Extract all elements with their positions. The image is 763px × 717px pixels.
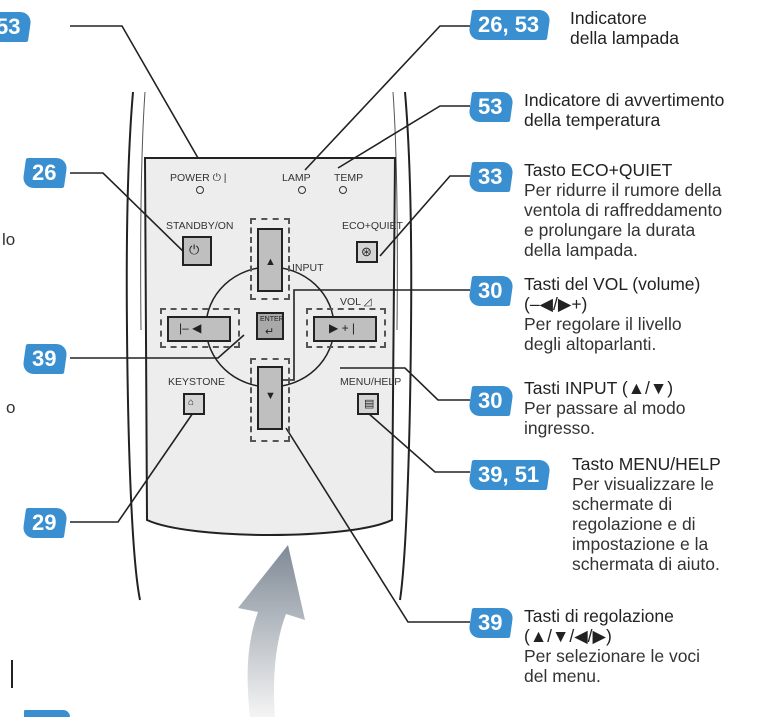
input-down-button[interactable]: ▼	[257, 366, 283, 430]
vol-plus-dash	[306, 308, 386, 348]
input-down-dash	[250, 358, 290, 442]
cropped-badge-bottom	[24, 710, 70, 717]
remote-inner-left	[140, 91, 146, 331]
enter-button[interactable]: ENTER ↵	[256, 312, 284, 340]
left-arrow-icon: |– ◀	[179, 321, 202, 335]
callout-menu-title: Tasto MENU/HELP	[572, 454, 721, 474]
cropped-text-1: lo	[2, 230, 16, 249]
leader-lines	[70, 25, 470, 623]
callout-badge-adjust: 39	[467, 608, 515, 638]
left-badge-4: 29	[21, 508, 69, 538]
standby-button[interactable]: ⏻	[182, 236, 212, 266]
left-badge-2: 26	[21, 158, 69, 188]
menu-help-label: MENU/HELP	[340, 376, 402, 388]
power-indicator-led	[196, 186, 204, 194]
callout-badge-input: 30	[467, 386, 515, 416]
callout-vol: Tasti del VOL (volume) (–◀/▶+) Per regol…	[524, 274, 700, 354]
vol-minus-button[interactable]: |– ◀	[167, 316, 231, 342]
callout-vol-title: Tasti del VOL (volume) (–◀/▶+)	[524, 274, 701, 314]
vol-label: VOL ◿	[340, 296, 372, 308]
cropped-bar	[11, 660, 13, 688]
power-label: POWER ⏻ |	[170, 172, 227, 184]
left-badge-3: 39	[21, 344, 69, 374]
left-badge-1: 53	[0, 12, 33, 42]
leader-input	[340, 367, 470, 401]
callout-adjust-title: Tasti di regolazione (▲/▼/◀/▶)	[524, 606, 674, 646]
power-icon: ⏻	[189, 242, 200, 257]
down-arrow-icon: ▼	[265, 390, 276, 402]
fan-icon: ⊛	[361, 244, 372, 259]
callout-adjust: Tasti di regolazione (▲/▼/◀/▶) Per selez…	[524, 606, 700, 686]
remote-inner-right	[392, 91, 398, 331]
callout-input-title: Tasti INPUT (▲/▼)	[524, 378, 674, 398]
callout-badge-temp: 53	[467, 92, 515, 122]
callout-temp: Indicatore di avvertimento della tempera…	[524, 90, 724, 130]
input-up-dash	[250, 218, 290, 300]
menu-help-button[interactable]: ▤	[357, 393, 379, 415]
leader-standby	[70, 172, 191, 259]
keystone-label: KEYSTONE	[168, 376, 225, 388]
callout-input: Tasti INPUT (▲/▼) Per passare al modo in…	[524, 378, 685, 438]
input-label: INPUT	[292, 262, 324, 274]
leader-enter	[70, 334, 245, 359]
vol-plus-button[interactable]: ▶ + |	[313, 316, 377, 342]
callout-badge-vol: 30	[467, 276, 515, 306]
enter-icon: ↵	[265, 326, 275, 338]
leader-temp	[337, 105, 470, 169]
callout-lamp-title: Indicatore della lampada	[570, 8, 679, 48]
temp-label: TEMP	[334, 172, 364, 184]
temp-indicator-led	[339, 186, 347, 194]
callout-temp-title: Indicatore di avvertimento della tempera…	[524, 90, 725, 130]
eco-label: ECO+QUIET	[342, 220, 403, 232]
up-arrow-icon: ▲	[265, 256, 276, 268]
standby-label: STANDBY/ON	[166, 220, 234, 232]
callout-eco-title: Tasto ECO+QUIET	[524, 160, 673, 180]
callout-menu: Tasto MENU/HELP Per visualizzare le sche…	[572, 454, 721, 574]
leader-menu	[359, 405, 470, 473]
callout-lamp: Indicatore della lampada	[570, 8, 679, 48]
lamp-label: LAMP	[282, 172, 311, 184]
keystone-icon: ⌂	[188, 397, 195, 408]
cropped-text-2: o	[6, 398, 16, 417]
callout-vol-desc: Per regolare il livello degli altoparlan…	[524, 314, 682, 354]
leader-power	[70, 25, 199, 159]
menu-icon: ▤	[364, 398, 375, 410]
vol-minus-dash	[160, 308, 240, 348]
callout-eco: Tasto ECO+QUIET Per ridurre il rumore de…	[524, 160, 722, 260]
leader-lamp	[304, 25, 470, 171]
callout-badge-eco: 33	[467, 162, 515, 192]
leader-adjust	[285, 427, 470, 623]
input-up-button[interactable]: ▲	[257, 228, 283, 292]
remote-outline-right	[399, 91, 413, 601]
callout-eco-desc: Per ridurre il rumore della ventola di r…	[524, 180, 723, 260]
callout-menu-desc: Per visualizzare le schermate di regolaz…	[572, 474, 720, 574]
pointing-arrow	[238, 545, 305, 717]
right-arrow-icon: ▶ + |	[329, 321, 356, 335]
enter-label: ENTER	[260, 316, 284, 323]
keystone-button[interactable]: ⌂	[183, 393, 205, 415]
callout-adjust-desc: Per selezionare le voci del menu.	[524, 646, 701, 686]
callout-input-desc: Per passare al modo ingresso.	[524, 398, 686, 438]
lamp-indicator-led	[298, 186, 306, 194]
callout-badge-lamp: 26, 53	[467, 10, 552, 40]
callout-badge-menu: 39, 51	[467, 460, 552, 490]
remote-outline-left	[125, 91, 141, 601]
eco-quiet-button[interactable]: ⊛	[356, 241, 378, 263]
leader-eco	[379, 175, 470, 257]
leader-keystone	[70, 409, 196, 523]
